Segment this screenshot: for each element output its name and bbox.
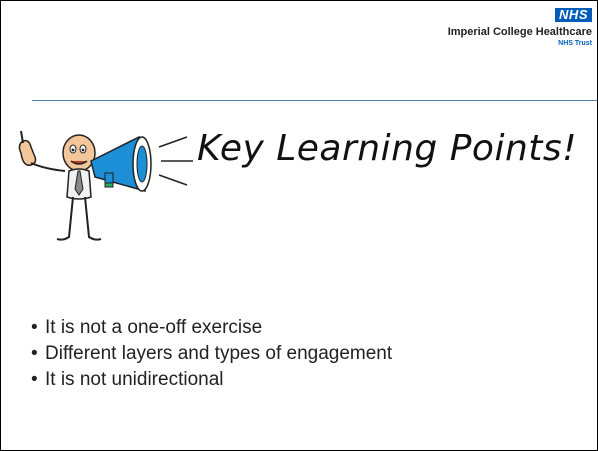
- org-subtitle: NHS Trust: [558, 40, 592, 47]
- bullet-list: •It is not a one-off exercise •Different…: [31, 315, 392, 393]
- list-item: •It is not a one-off exercise: [31, 317, 263, 338]
- megaphone-character-illustration: [18, 130, 193, 241]
- list-item: •It is not unidirectional: [31, 369, 224, 390]
- header-divider: [32, 100, 597, 101]
- slide-heading: Key Learning Points!: [197, 128, 578, 169]
- list-item: •Different layers and types of engagemen…: [31, 343, 393, 364]
- nhs-badge: NHS: [555, 8, 592, 22]
- org-name: Imperial College Healthcare: [447, 26, 592, 38]
- nhs-logo: NHS Imperial College Healthcare NHS Trus…: [448, 6, 592, 48]
